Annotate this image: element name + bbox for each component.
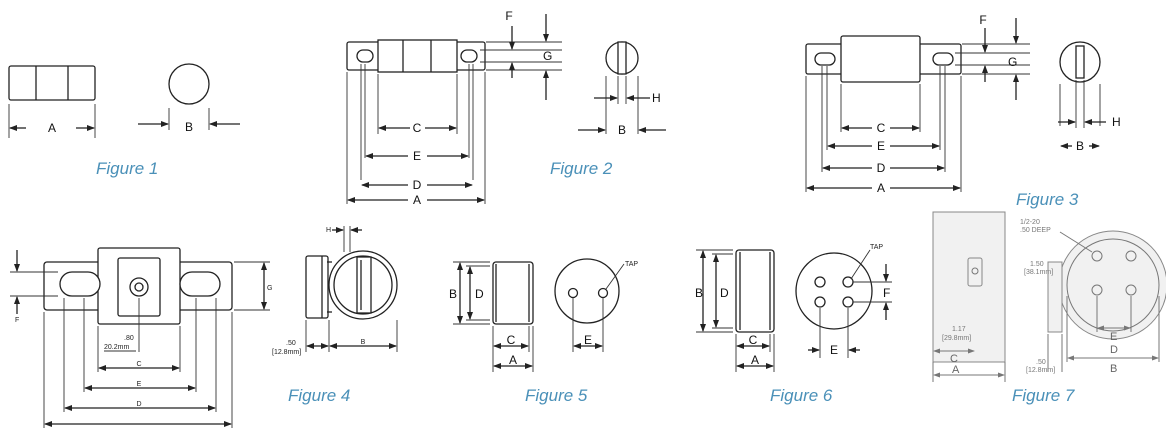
figure-2-dim-e: E <box>413 149 421 163</box>
figure-7: 1.17 [29.8mm] C A 1/2-20 .50 DEEP 1.50 [… <box>932 211 1166 405</box>
figure-7-dim-c: C <box>950 353 958 365</box>
figure-5-dim-a: A <box>509 353 517 367</box>
figure-3: C E D A F G H B Figure 3 <box>805 13 1121 209</box>
figure-5-dim-e: E <box>584 333 592 347</box>
figure-5-caption: Figure 5 <box>525 386 588 405</box>
figure-7-dim-117: 1.17 <box>952 326 966 333</box>
figure-4-end-view <box>305 250 398 320</box>
figure-6-tap-label: TAP <box>870 244 883 251</box>
figure-5-side-view <box>492 261 534 325</box>
figure-1-caption: Figure 1 <box>96 159 158 178</box>
figure-3-dim-f: F <box>979 13 986 27</box>
figure-6-dim-d: D <box>720 286 729 300</box>
figure-5-dim-c: C <box>507 333 516 347</box>
figure-5-dim-d: D <box>475 287 484 301</box>
figure-6-caption: Figure 6 <box>770 386 833 405</box>
figure-2-end-view <box>605 41 639 75</box>
figure-7-dim-50: .50 <box>1036 359 1046 366</box>
figure-3-dim-c: C <box>877 121 886 135</box>
figure-1-dim-b: B <box>185 120 193 134</box>
figure-4-dim-50-mm: [12.8mm] <box>272 349 301 356</box>
figure-3-dim-e: E <box>877 139 885 153</box>
figure-7-end-view <box>1047 230 1166 340</box>
figure-4-dim-e: E <box>137 381 142 388</box>
figure-7-dim-a: A <box>952 364 960 376</box>
figure-7-caption: Figure 7 <box>1012 386 1075 405</box>
figure-5-dim-b: B <box>449 287 457 301</box>
figure-6-dim-e: E <box>830 343 838 357</box>
figure-6-dim-f: F <box>883 286 890 300</box>
figure-5: B D C A E TAP Figure 5 <box>449 258 638 405</box>
figure-4-dim-f: F <box>15 317 19 324</box>
figure-3-bolt-tag-side-view <box>805 35 962 83</box>
figure-6-side-view <box>735 249 775 333</box>
figure-4-dim-d: D <box>136 401 141 408</box>
figure-3-caption: Figure 3 <box>1016 190 1079 209</box>
figure-4-dim-b: B <box>361 339 366 346</box>
figure-7-dim-150: 1.50 <box>1030 261 1044 268</box>
figure-6-dim-c: C <box>749 333 758 347</box>
figure-3-end-view <box>1059 41 1101 83</box>
figure-7-thread: 1/2-20 <box>1020 219 1040 226</box>
figure-3-dim-g: G <box>1008 55 1017 69</box>
figure-2-dim-d: D <box>413 178 422 192</box>
figure-4-dim-50: .50 <box>286 340 296 347</box>
figure-2-bolt-tag-side-view <box>346 39 486 73</box>
figure-4: C E D .80 20.2mm F G <box>10 226 398 428</box>
figure-6-end-view <box>795 252 873 330</box>
figure-2: C E D A F G H B Figure 2 <box>346 9 666 207</box>
figure-3-dim-h: H <box>1112 115 1121 129</box>
figure-3-dim-d: D <box>877 161 886 175</box>
figure-6-dim-a: A <box>751 353 759 367</box>
figure-5-tap-label: TAP <box>625 261 638 268</box>
figure-4-dim-80-mm: 20.2mm <box>104 344 129 351</box>
figure-7-side-view <box>932 211 1006 363</box>
figure-2-dim-f: F <box>505 9 512 23</box>
figure-1-dim-a: A <box>48 121 56 135</box>
figure-2-caption: Figure 2 <box>550 159 613 178</box>
figure-4-bolt-tag-side-view <box>43 247 233 325</box>
figure-7-dim-150-mm: [38.1mm] <box>1024 269 1053 276</box>
figure-1: A B Figure 1 <box>8 63 240 178</box>
figure-1-cartridge-side-view <box>8 65 96 101</box>
figure-7-depth: .50 DEEP <box>1020 227 1051 234</box>
figure-6-dim-b: B <box>695 286 703 300</box>
figure-2-dim-g: G <box>543 49 552 63</box>
figure-7-dim-e: E <box>1110 331 1117 343</box>
figure-5-end-view <box>554 258 620 324</box>
figure-3-dim-a: A <box>877 181 885 195</box>
figure-7-dim-50-mm: [12.8mm] <box>1026 367 1055 374</box>
figure-6: B D C A F E TAP Figure 6 <box>695 244 892 405</box>
figure-2-dim-a: A <box>413 193 421 207</box>
figure-3-dim-b: B <box>1076 139 1084 153</box>
figure-1-cartridge-end-view <box>168 63 210 105</box>
figure-4-dim-g: G <box>267 285 272 292</box>
figure-7-dim-b: B <box>1110 363 1117 375</box>
figure-4-dim-h: H <box>326 227 331 234</box>
figure-2-dim-c: C <box>413 121 422 135</box>
figure-7-dim-d: D <box>1110 344 1118 356</box>
figure-4-caption: Figure 4 <box>288 386 350 405</box>
figure-7-dim-117-mm: [29.8mm] <box>942 335 971 342</box>
figure-4-dim-80: .80 <box>124 335 134 342</box>
figure-4-dim-c: C <box>136 361 141 368</box>
figure-2-dim-h: H <box>652 91 661 105</box>
figure-2-dim-b: B <box>618 123 626 137</box>
